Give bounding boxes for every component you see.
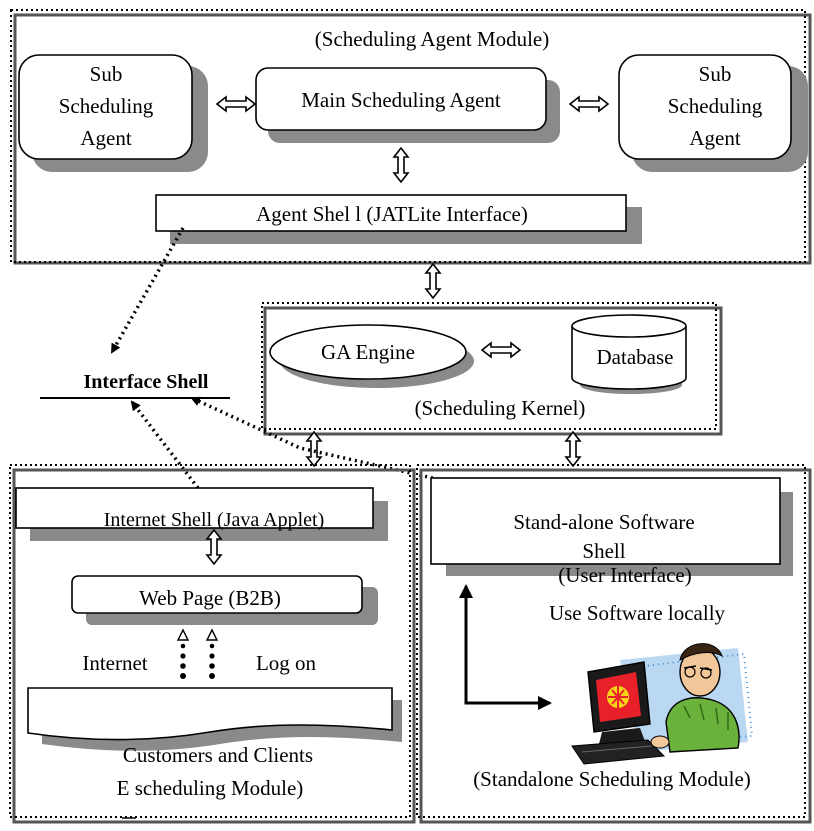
use-locally-label: Use Software locally [549, 601, 726, 625]
arrow-kernel-standalone [565, 431, 581, 467]
arrow-engine-database [481, 342, 521, 358]
sub-agent-right-line1: Sub [699, 62, 732, 86]
sub-agent-right: Sub Scheduling Agent [618, 54, 808, 172]
database-cylinder: Database [571, 314, 687, 394]
sub-agent-right-line3: Agent [689, 126, 740, 150]
arrow-applet-webpage [206, 529, 222, 565]
sub-agent-left-line3: Agent [80, 126, 131, 150]
ga-engine-label: GA Engine [321, 340, 415, 364]
ga-engine: GA Engine [269, 324, 474, 388]
arrow-main-sub-right [569, 96, 609, 112]
internet-shell-box: Internet Shell (Java Applet) [15, 487, 388, 541]
agent-shell: Agent Shel l (JATLite Interface) [155, 194, 642, 244]
main-agent: Main Scheduling Agent [255, 67, 560, 143]
arrow-sub-left-main [216, 96, 256, 112]
e-scheduling-module [9, 464, 416, 824]
arrow-user-to-shell [459, 584, 548, 705]
connector-agent-shell [110, 227, 185, 354]
internet-shell-label: Internet Shell (Java Applet) [104, 509, 325, 531]
agent-shell-label: Agent Shel l (JATLite Interface) [256, 202, 528, 226]
e-module-line1: Customers and Clients [123, 743, 313, 767]
standalone-module-title: (Standalone Scheduling Module) [473, 767, 751, 791]
kernel-title: (Scheduling Kernel) [415, 396, 586, 420]
logon-label: Log on [256, 651, 317, 675]
standalone-shell-box: Stand-alone Software Shell [430, 477, 793, 576]
sub-agent-left: Sub Scheduling Agent [18, 54, 208, 172]
arrow-module-kernel [425, 263, 441, 299]
customers-document [27, 687, 402, 751]
standalone-shell-line2: Shell [582, 539, 625, 563]
agent-module-title: (Scheduling Agent Module) [315, 27, 549, 51]
standalone-shell-line3: (User Interface) [558, 563, 692, 587]
user-at-computer-icon [571, 643, 754, 765]
web-page-box: Web Page (B2B) [71, 575, 378, 625]
internet-logon-arrows [176, 628, 219, 679]
sub-agent-left-line2: Scheduling [59, 94, 154, 118]
scheduling-agent-module: (Scheduling Agent Module) [10, 9, 812, 265]
standalone-shell-line1: Stand-alone Software [513, 510, 694, 534]
sub-agent-right-line2: Scheduling [668, 94, 763, 118]
web-page-label: Web Page (B2B) [139, 586, 281, 610]
internet-label: Internet [82, 651, 147, 675]
standalone-module [416, 464, 812, 824]
sub-agent-left-line1: Sub [90, 62, 123, 86]
connector-internet-shell [130, 400, 200, 490]
database-label: Database [597, 345, 674, 369]
arrow-main-shell [393, 147, 409, 183]
main-agent-label: Main Scheduling Agent [301, 88, 501, 112]
interface-shell: Interface Shell [40, 371, 230, 399]
e-module-line2: E scheduling Module) [117, 776, 304, 800]
scheduling-kernel: (Scheduling Kernel) [261, 302, 723, 436]
interface-shell-label: Interface Shell [84, 371, 209, 393]
